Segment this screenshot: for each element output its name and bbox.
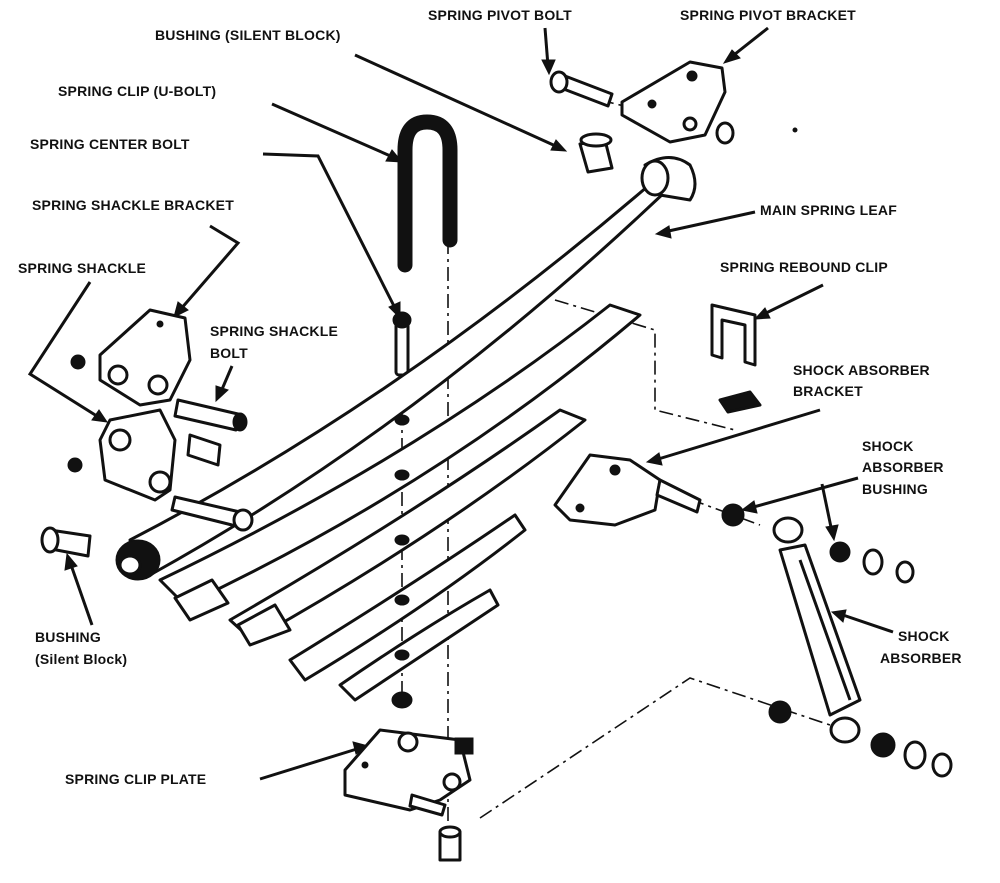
label-shock-absorber-bracket-line1: SHOCK ABSORBER [793,362,930,378]
shock-nut-lower [931,752,953,778]
main-spring-leaf [128,156,697,577]
label-spring-shackle-bolt-line2: BOLT [210,345,248,361]
spring-clip-plate [343,728,474,817]
shock-nut-upper [895,560,915,584]
shock-absorber-bracket [553,453,702,527]
spring-pivot-bolt [549,70,614,108]
spring-shackle-bolt [170,398,254,532]
spring-shackle-bracket [98,308,192,407]
shackle-nut-lower [67,457,83,473]
spring-leaf-3 [173,408,587,647]
spring-eye-bushing [115,539,161,581]
stray-dot [792,127,798,133]
spring-rebound-clip [710,303,762,414]
shock-washer-upper [862,548,884,576]
spring-center-bolt [392,311,412,377]
bushing-silent-block-left [40,526,92,558]
spring-leaf-2 [158,303,642,607]
leader-lines [27,26,894,781]
spring-clip-u-bolt [397,114,458,273]
shock-bushing-lower-outer [870,732,896,758]
center-bolt-nuts [391,414,413,709]
shock-washer-lower [903,740,927,770]
shock-bushing-upper-outer [829,541,851,563]
label-spring-center-bolt: SPRING CENTER BOLT [30,136,190,152]
label-spring-pivot-bracket: SPRING PIVOT BRACKET [680,7,856,23]
shock-bushing-lower-inner [768,700,792,724]
label-shock-absorber-bushing-line2: ABSORBER [862,459,944,475]
spring-clip-plate-nut [438,825,462,862]
label-spring-shackle-bolt-line1: SPRING SHACKLE [210,323,338,339]
label-spring-clip-plate: SPRING CLIP PLATE [65,771,206,787]
spring-shackle [98,408,177,502]
label-shock-absorber-line1: SHOCK [898,628,950,644]
shock-absorber [772,516,862,744]
label-spring-shackle-bracket: SPRING SHACKLE BRACKET [32,197,234,213]
label-bushing-silent-block-left-line1: BUSHING [35,629,101,645]
label-shock-absorber-bushing-line3: BUSHING [862,481,928,497]
label-spring-pivot-bolt: SPRING PIVOT BOLT [428,7,572,23]
shock-bushing-top [721,503,745,527]
label-shock-absorber-bracket-line2: BRACKET [793,383,863,399]
label-spring-rebound-clip: SPRING REBOUND CLIP [720,259,888,275]
label-spring-shackle: SPRING SHACKLE [18,260,146,276]
spring-pivot-bracket [620,60,735,145]
label-bushing-silent-block-left-line2: (Silent Block) [35,651,127,667]
label-shock-absorber-bushing-line1: SHOCK [862,438,914,454]
spring-leaf-5 [338,588,500,702]
bushing-silent-block-top [578,132,614,174]
label-shock-absorber-line2: ABSORBER [880,650,962,666]
label-spring-clip-u-bolt: SPRING CLIP (U-BOLT) [58,83,216,99]
label-main-spring-leaf: MAIN SPRING LEAF [760,202,897,218]
shackle-nut-upper [70,354,86,370]
label-bushing-silent-block-top: BUSHING (SILENT BLOCK) [155,27,341,43]
